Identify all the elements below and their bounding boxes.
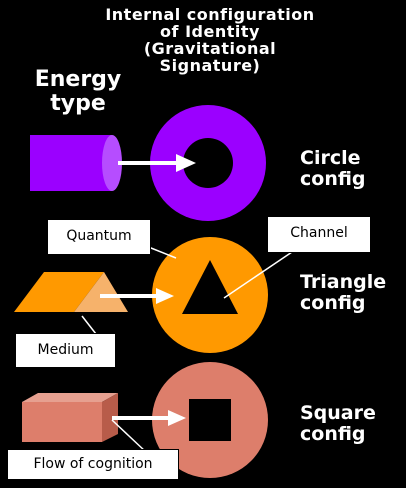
- parallelogram-shape: [14, 272, 128, 312]
- arrow-box-to-square: [112, 410, 186, 426]
- square-config-shape: [152, 362, 268, 478]
- energy-type-line-1: Energy: [34, 67, 122, 92]
- square-config-line-1: Square: [300, 402, 376, 424]
- circle-config-line-1: Circle: [300, 147, 361, 169]
- flow-of-cognition-callout: Flow of cognition: [7, 449, 179, 480]
- square-config-label: Square config: [300, 403, 376, 445]
- title-line-1: Internal configuration: [105, 5, 315, 24]
- triangle-config-shape: [152, 237, 268, 353]
- quantum-callout: Quantum: [47, 219, 151, 255]
- arrow-parallelogram-to-triangle: [100, 288, 174, 304]
- triangle-config-line-1: Triangle: [300, 271, 387, 293]
- title-line-2: of Identity: [160, 22, 260, 41]
- title-line-3: (Gravitational: [143, 39, 277, 58]
- square-config-line-2: config: [300, 423, 366, 445]
- triangle-config-line-2: config: [300, 292, 366, 314]
- energy-type-line-2: type: [50, 91, 106, 116]
- cylinder-shape: [30, 135, 122, 191]
- channel-callout: Channel: [267, 216, 371, 253]
- arrow-cylinder-to-circle: [118, 154, 196, 172]
- title-line-4: Signature): [159, 56, 261, 75]
- circle-config-shape: [150, 105, 266, 221]
- circle-config-line-2: config: [300, 168, 366, 190]
- diagram-title: Internal configuration of Identity (Grav…: [92, 6, 328, 74]
- triangle-config-label: Triangle config: [300, 272, 386, 314]
- box-shape: [22, 393, 118, 442]
- energy-type-label: Energy type: [28, 68, 128, 116]
- circle-config-label: Circle config: [300, 148, 366, 190]
- medium-callout: Medium: [15, 333, 116, 368]
- callout-pointers: [81, 245, 293, 453]
